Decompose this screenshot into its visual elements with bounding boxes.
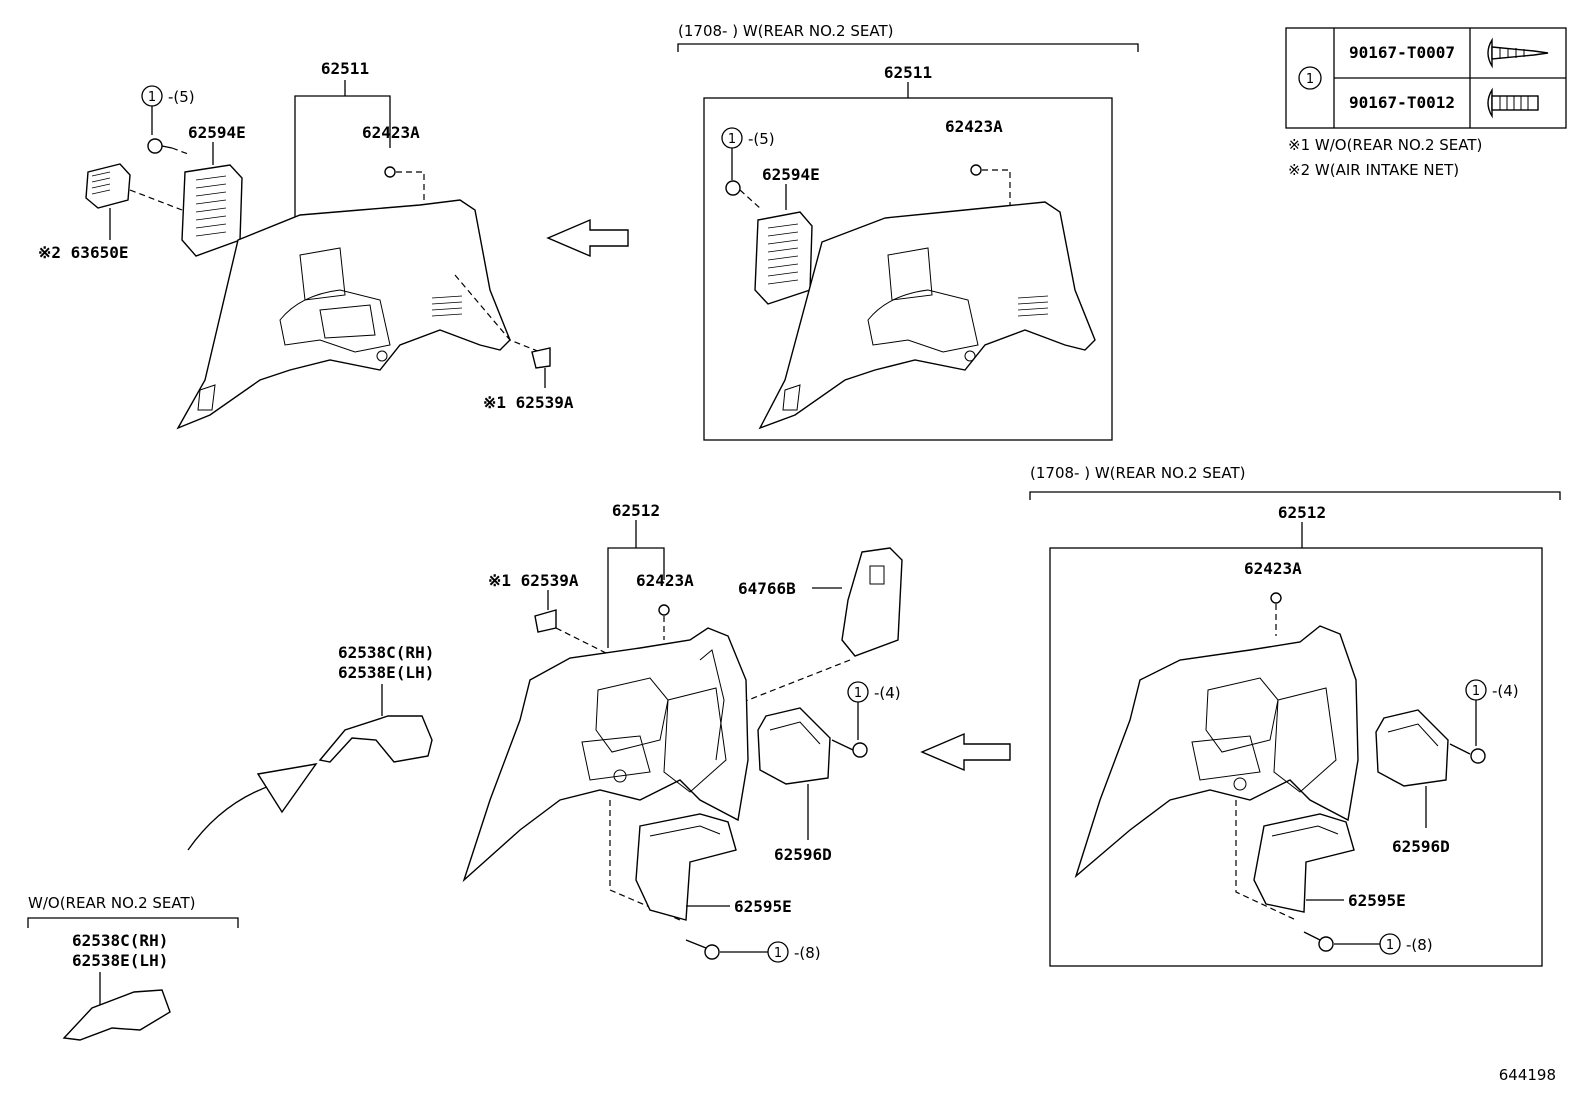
fastener-quantity: -(5): [748, 130, 775, 148]
retainer-part: [534, 609, 557, 633]
fastener-symbol: 1: [774, 946, 782, 961]
clip-icon: [1270, 592, 1282, 604]
label-62512-alt: 62512: [1278, 503, 1326, 522]
fastener-symbol: 1: [1386, 938, 1394, 953]
label-62539A: ※1 62539A: [483, 393, 574, 412]
note-2: ※2 W(AIR INTAKE NET): [1288, 161, 1459, 179]
legend-part-1: 90167-T0007: [1349, 43, 1455, 62]
screw-icon: [852, 742, 868, 758]
label-62594E: 62594E: [188, 123, 246, 142]
fastener-quantity: -(4): [1492, 682, 1519, 700]
lower-bracket-part: [635, 813, 737, 921]
garnish-trim-part: [318, 715, 433, 763]
fastener-symbol-circle: [767, 941, 789, 963]
label-62511-alt: 62511: [884, 63, 932, 82]
bottom-group-header: (1708- ) W(REAR NO.2 SEAT): [1030, 464, 1245, 482]
fastener-symbol: 1: [854, 686, 862, 701]
duct-cover-part: [757, 707, 831, 785]
retainer-part: [531, 347, 551, 369]
legend-symbol: 1: [1306, 72, 1314, 87]
fastener-quantity: -(8): [1406, 936, 1433, 954]
label-62538E: 62538E(LH): [338, 663, 434, 682]
clip-icon: [970, 164, 982, 176]
label-62538E-alt: 62538E(LH): [72, 951, 168, 970]
screw-icon: [1318, 936, 1334, 952]
label-62423A-right: 62423A: [1244, 559, 1302, 578]
curved-arrow-icon: [256, 763, 318, 814]
label-62595E-right: 62595E: [1348, 891, 1406, 910]
label-62423A: 62423A: [362, 123, 420, 142]
screw-icon: [725, 180, 741, 196]
quarter-trim-panel: [176, 199, 511, 430]
label-62512: 62512: [612, 501, 660, 520]
garnish-trim-part: [62, 989, 171, 1041]
quarter-trim-panel: [758, 201, 1096, 430]
bottom-left-assembly: 62538C(RH) 62538E(LH): [62, 931, 171, 1041]
fastener-symbol: 1: [1472, 684, 1480, 699]
top-right-assembly: 62511 1 -(5) 62594E 62423A: [703, 63, 1113, 441]
left-arrow-icon: [920, 732, 1011, 772]
label-62596D: 62596D: [774, 845, 832, 864]
label-62538C: 62538C(RH): [338, 643, 434, 662]
label-62538C-alt: 62538C(RH): [72, 931, 168, 950]
air-intake-net-part: [85, 163, 131, 209]
clip-icon: [384, 166, 396, 178]
legend-part-2: 90167-T0012: [1349, 93, 1455, 112]
figure-id: 644198: [1499, 1066, 1556, 1084]
vent-cover-part: [181, 164, 243, 257]
bottom-middle-assembly: 62512 ※1 62539A 62423A 64766B 62538C(RH)…: [187, 501, 903, 963]
fastener-quantity: -(4): [874, 684, 901, 702]
legend-symbol-circle: [1298, 66, 1322, 90]
quarter-trim-panel-lower: [1074, 625, 1359, 879]
label-62423A-alt: 62423A: [945, 117, 1003, 136]
top-group-header: (1708- ) W(REAR NO.2 SEAT): [678, 22, 893, 40]
tapping-screw-icon: [1487, 37, 1549, 69]
side-panel-cover: [841, 547, 903, 657]
label-64766B: 64766B: [738, 579, 796, 598]
label-62511: 62511: [321, 59, 369, 78]
label-62594E-alt: 62594E: [762, 165, 820, 184]
screw-icon: [704, 944, 720, 960]
machine-screw-icon: [1487, 87, 1539, 119]
bottom-right-assembly: 62512 62423A 1 -(4) 62596D: [1049, 503, 1543, 967]
top-left-assembly: 62511 1 -(5) 62594E: [38, 59, 574, 430]
vent-cover-part: [754, 211, 813, 305]
screw-icon: [147, 138, 173, 154]
label-63650E: ※2 63650E: [38, 243, 128, 262]
left-arrow-icon: [546, 218, 629, 258]
lower-bracket-part: [1253, 813, 1355, 913]
label-62423A-lower: 62423A: [636, 571, 694, 590]
label-62596D-right: 62596D: [1392, 837, 1450, 856]
fastener-quantity: -(5): [168, 88, 195, 106]
clip-icon: [658, 604, 670, 616]
quarter-trim-panel-lower: [462, 627, 749, 883]
label-62539A-lower: ※1 62539A: [488, 571, 579, 590]
fastener-symbol: 1: [728, 132, 736, 147]
fastener-symbol: 1: [148, 90, 156, 105]
fastener-legend-table: 1 90167-T0007 90167-T0012: [1285, 27, 1567, 129]
fastener-symbol-circle: [1379, 933, 1401, 955]
note-1: ※1 W/O(REAR NO.2 SEAT): [1288, 136, 1482, 154]
label-62595E: 62595E: [734, 897, 792, 916]
fastener-quantity: -(8): [794, 944, 821, 962]
screw-icon: [1470, 748, 1486, 764]
bottom-left-header: W/O(REAR NO.2 SEAT): [28, 894, 196, 912]
duct-cover-part: [1375, 709, 1449, 787]
